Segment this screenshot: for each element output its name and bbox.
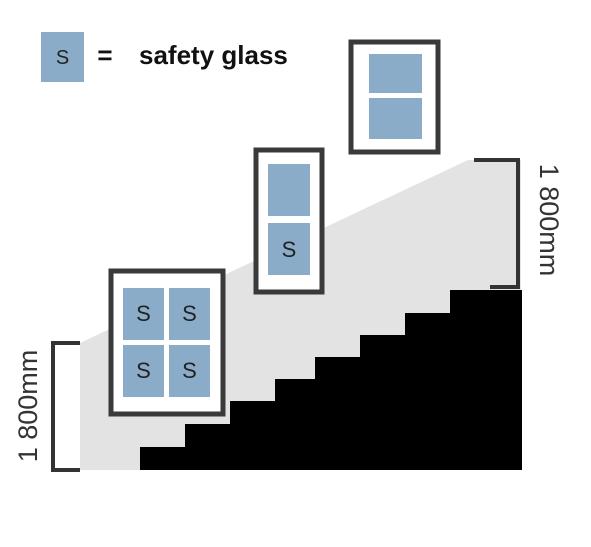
glass-pane [123, 345, 164, 397]
safety-glass-mark: S [182, 301, 197, 326]
dimension-label: 1 800mm [534, 164, 564, 277]
legend-equals: = [97, 40, 112, 70]
right-dimension: 1 800mm [474, 158, 564, 289]
legend-swatch [41, 32, 84, 82]
legend-label: safety glass [139, 40, 288, 70]
legend: S = safety glass [41, 32, 288, 82]
glass-pane [268, 164, 310, 216]
window-middle: S [253, 147, 325, 295]
dimension-label: 1 800mm [13, 350, 43, 463]
dimension-bracket [474, 158, 520, 289]
safety-glass-mark: S [182, 358, 197, 383]
window-bottom: S S S S [108, 268, 226, 417]
left-dimension: 1 800mm [13, 341, 80, 472]
window-top [348, 39, 441, 155]
safety-glass-mark: S [136, 301, 151, 326]
glass-pane [268, 223, 310, 275]
glass-pane [123, 288, 164, 340]
glass-pane [169, 288, 210, 340]
safety-glass-mark: S [282, 237, 297, 262]
safety-glass-mark: S [136, 358, 151, 383]
glass-pane [169, 345, 210, 397]
glass-pane [369, 98, 422, 139]
legend-swatch-label: S [56, 47, 69, 69]
stairs [140, 290, 522, 470]
glass-pane [369, 54, 422, 93]
dimension-bracket [51, 341, 80, 472]
